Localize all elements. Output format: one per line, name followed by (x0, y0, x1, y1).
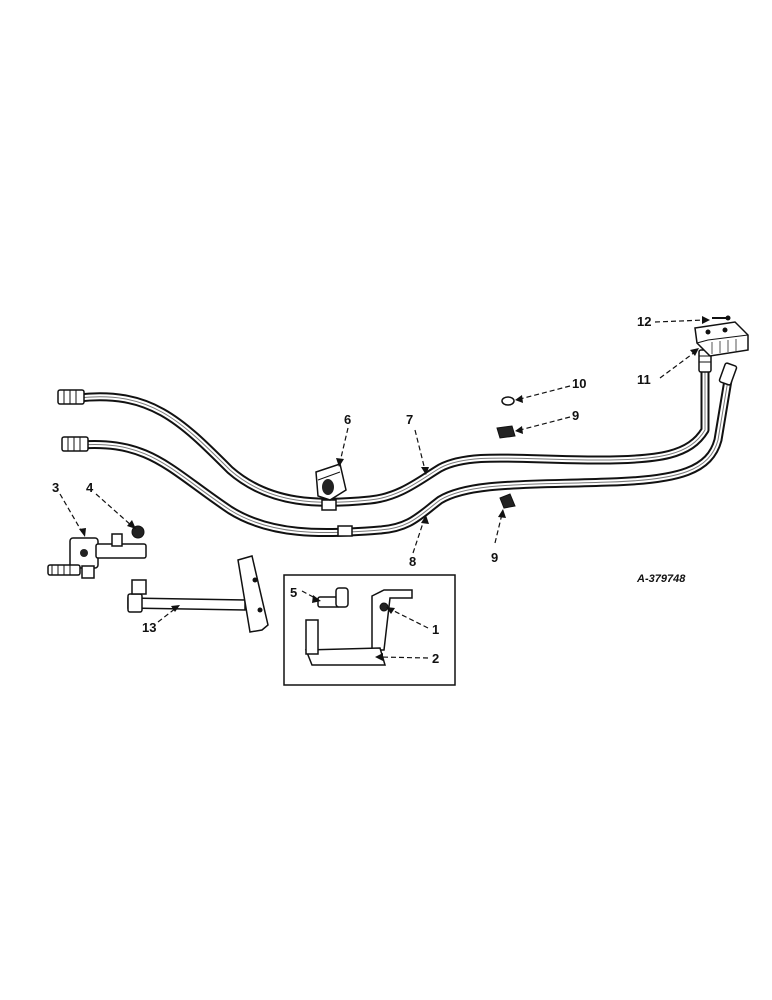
pin-part-12 (712, 315, 731, 321)
washer-part-10 (501, 396, 515, 406)
hose-7-fitting (57, 389, 85, 405)
clip-part-9-upper (496, 425, 516, 439)
reference-code: A-379748 (636, 573, 686, 585)
valve-assembly-part-3 (47, 533, 147, 579)
callout-10: 10 (572, 376, 586, 391)
bracket-part-13 (127, 555, 269, 633)
callout-11: 11 (637, 372, 651, 387)
hose-8-fitting (61, 436, 89, 452)
leader-lines (59, 316, 710, 661)
hose-8-end-fitting (718, 362, 738, 386)
callout-6: 6 (344, 412, 351, 427)
callout-7: 7 (406, 412, 413, 427)
callout-8: 8 (409, 554, 416, 569)
clamp-part-6 (315, 463, 347, 501)
callout-13: 13 (142, 620, 156, 635)
hose-8-ferrule (337, 525, 353, 537)
hose-7 (73, 365, 710, 507)
inset-box (283, 574, 456, 686)
clip-part-9-lower (499, 493, 516, 509)
callout-4: 4 (86, 480, 94, 495)
callout-5: 5 (290, 585, 297, 600)
callout-9-upper: 9 (572, 408, 579, 423)
elbow-part-5 (317, 587, 349, 608)
block-part-11 (694, 321, 749, 357)
callout-2: 2 (432, 651, 439, 666)
hose-8 (75, 375, 733, 538)
callout-3: 3 (52, 480, 59, 495)
hose-7-ferrule (321, 499, 337, 511)
callout-1: 1 (432, 622, 439, 637)
callout-12: 12 (637, 314, 651, 329)
plug-part-4 (131, 525, 145, 539)
nut-part-1 (379, 602, 389, 612)
callout-9-lower: 9 (491, 550, 498, 565)
